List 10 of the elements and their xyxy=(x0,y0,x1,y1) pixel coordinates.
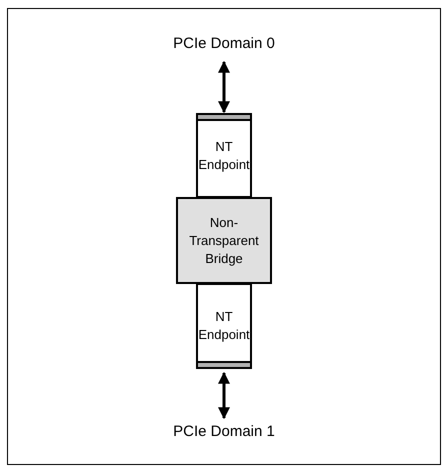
domain-text: PCIe Domain 1 xyxy=(172,422,276,442)
endpoint-box xyxy=(196,283,252,369)
domain-text: PCIe Domain 0 xyxy=(172,34,276,54)
endpoint-box xyxy=(196,113,252,198)
box-label: NT Endpoint xyxy=(197,138,251,174)
double-arrow xyxy=(218,60,230,114)
box-label: Non-Transparent Bridge xyxy=(188,214,260,268)
bridge-box xyxy=(176,197,272,284)
box-label: NT Endpoint xyxy=(197,308,251,344)
double-arrow xyxy=(218,372,230,420)
